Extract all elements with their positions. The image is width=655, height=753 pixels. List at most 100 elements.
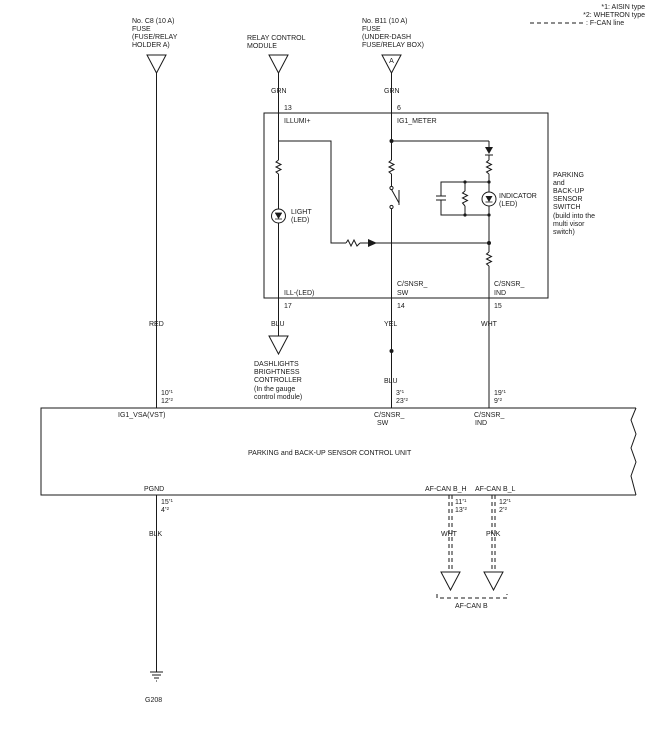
dashlights-label: DASHLIGHTS BRIGHTNESS CONTROLLER (In the… xyxy=(254,361,302,401)
relay-terminal-icon xyxy=(268,54,289,75)
switch-name-7: multi visor xyxy=(553,221,585,228)
switch-name-8: switch) xyxy=(553,229,575,236)
dashlights-terminal-icon xyxy=(268,335,289,356)
wire-blk-label: BLK xyxy=(149,531,163,538)
label-afcan-l: AF-CAN B_L xyxy=(475,486,516,493)
light-label-2: (LED) xyxy=(291,217,309,224)
dashlights-line-4: (In the gauge xyxy=(254,386,295,393)
wire-illumi-jumper xyxy=(278,140,346,244)
light-label-1: LIGHT xyxy=(291,209,312,216)
ground-icon xyxy=(150,671,163,682)
dashlights-line-1: DASHLIGHTS xyxy=(254,361,299,368)
switch-name-3: BACK-UP xyxy=(553,188,584,195)
fuse-c8: No. C8 (10 A) FUSE (FUSE/RELAY HOLDER A) xyxy=(132,18,178,75)
afcan-l-terminal-icon xyxy=(483,571,504,592)
resistor-ind-icon xyxy=(485,159,493,175)
ind-pin-2: 9*2 xyxy=(494,397,503,405)
h-pin-2: 13*2 xyxy=(455,506,468,514)
indicator-label-1: INDICATOR xyxy=(499,193,537,200)
switch-name-1: PARKING xyxy=(553,172,584,179)
wire-blu-1-label: BLU xyxy=(271,321,285,328)
sw-pin-1: 3*1 xyxy=(396,389,405,397)
sw-pin-2: 23*2 xyxy=(396,397,409,405)
arrow-illumi-icon xyxy=(368,239,377,247)
label-pgnd: PGND xyxy=(144,486,164,493)
relay-line-1: RELAY CONTROL xyxy=(247,35,306,42)
ground-label: G208 xyxy=(145,697,162,704)
wire-blu-2-label: BLU xyxy=(384,378,398,385)
pin-ig1: 6 xyxy=(397,105,401,112)
switch-contact-top-icon xyxy=(389,185,394,191)
pgnd-pin-1: 15*1 xyxy=(161,498,174,506)
wire-yel-label: YEL xyxy=(384,321,397,328)
pin-illumi: 13 xyxy=(284,105,292,112)
label-ig1-vsa: IG1_VSA(VST) xyxy=(118,412,165,419)
l-pin-1: 12*1 xyxy=(499,498,512,506)
dashlights-line-3: CONTROLLER xyxy=(254,377,302,384)
label-csnsr-ind-1: C/SNSR_ xyxy=(494,281,524,288)
wire-red-label: RED xyxy=(149,321,164,328)
label-cu-csnsr-sw-1: C/SNSR_ xyxy=(374,412,404,419)
resistor-ind-bottom-icon xyxy=(485,251,493,267)
light-led-diode-icon xyxy=(275,213,282,219)
legend-fcan-label: : F-CAN line xyxy=(586,20,624,27)
label-cu-csnsr-ind-2: IND xyxy=(475,420,487,427)
wire-grn-1-label: GRN xyxy=(271,88,287,95)
fuse-b11-line-2: FUSE xyxy=(362,26,381,33)
fuse-b11-line-4: FUSE/RELAY BOX) xyxy=(362,42,424,49)
afcan-h-terminal-icon xyxy=(440,571,461,592)
fuse-c8-terminal-icon xyxy=(146,54,167,75)
resistor-light-icon xyxy=(274,159,283,175)
wire-pnk-label: PNK xyxy=(486,531,501,538)
indicator-led-diode-icon xyxy=(485,196,493,202)
label-illumi: ILLUMI+ xyxy=(284,118,311,125)
pin-sw: 14 xyxy=(397,303,405,310)
afcan-group-bracket xyxy=(436,594,508,599)
label-cu-csnsr-sw-2: SW xyxy=(377,420,389,427)
legend-whetron: *2: WHETRON type xyxy=(583,12,645,19)
ig1-pin-2: 12*2 xyxy=(161,397,174,405)
switch-name-5: SWITCH xyxy=(553,204,581,211)
pgnd-pin-2: 4*2 xyxy=(161,506,170,514)
fuse-c8-line-2: FUSE xyxy=(132,26,151,33)
junction-ig1 xyxy=(389,139,394,143)
fuse-b11: No. B11 (10 A) FUSE (UNDER-DASH FUSE/REL… xyxy=(362,18,424,75)
switch-lever-icon xyxy=(391,189,400,204)
switch-name-6: (build into the xyxy=(553,213,595,220)
wire-grn-2-label: GRN xyxy=(384,88,400,95)
pin-ill: 17 xyxy=(284,303,292,310)
switch-contact-bottom-icon xyxy=(389,204,394,210)
resistor-parallel-icon xyxy=(461,190,469,207)
dashlights-line-5: control module) xyxy=(254,394,302,401)
wire-wht-2-label: WHT xyxy=(441,531,458,538)
h-pin-1: 11*1 xyxy=(455,498,467,506)
label-cu-csnsr-ind-1: C/SNSR_ xyxy=(474,412,504,419)
switch-name-2: and xyxy=(553,180,565,187)
label-ill-led: ILL-(LED) xyxy=(284,290,314,297)
legend-aisin: *1: AISIN type xyxy=(601,4,645,11)
label-ig1-meter: IG1_METER xyxy=(397,118,437,125)
control-unit-box xyxy=(40,407,636,496)
afcan-group-label: AF-CAN B xyxy=(455,603,488,610)
resistor-ig1-icon xyxy=(387,159,396,175)
resistor-illumi-icon xyxy=(345,238,361,248)
fuse-b11-line-3: (UNDER-DASH xyxy=(362,34,411,41)
control-unit-break-icon xyxy=(630,407,637,496)
fuse-c8-line-3: (FUSE/RELAY xyxy=(132,34,178,41)
ig1-pin-1: 10*1 xyxy=(161,389,174,397)
label-csnsr-sw-1: C/SNSR_ xyxy=(397,281,427,288)
label-csnsr-ind-2: IND xyxy=(494,290,506,297)
label-afcan-h: AF-CAN B_H xyxy=(425,486,467,493)
parking-switch-box xyxy=(263,112,549,299)
dashlights-line-2: BRIGHTNESS xyxy=(254,369,300,376)
switch-name-4: SENSOR xyxy=(553,196,583,203)
pin-ind: 15 xyxy=(494,303,502,310)
fuse-c8-line-1: No. C8 (10 A) xyxy=(132,18,174,25)
parking-switch-name: PARKING and BACK-UP SENSOR SWITCH (build… xyxy=(553,172,595,236)
fuse-b11-mark: A xyxy=(389,58,394,65)
control-unit-name: PARKING and BACK-UP SENSOR CONTROL UNIT xyxy=(248,450,412,457)
indicator-diode-icon xyxy=(485,147,493,154)
relay-line-2: MODULE xyxy=(247,43,277,50)
fuse-b11-terminal-icon xyxy=(381,54,402,75)
